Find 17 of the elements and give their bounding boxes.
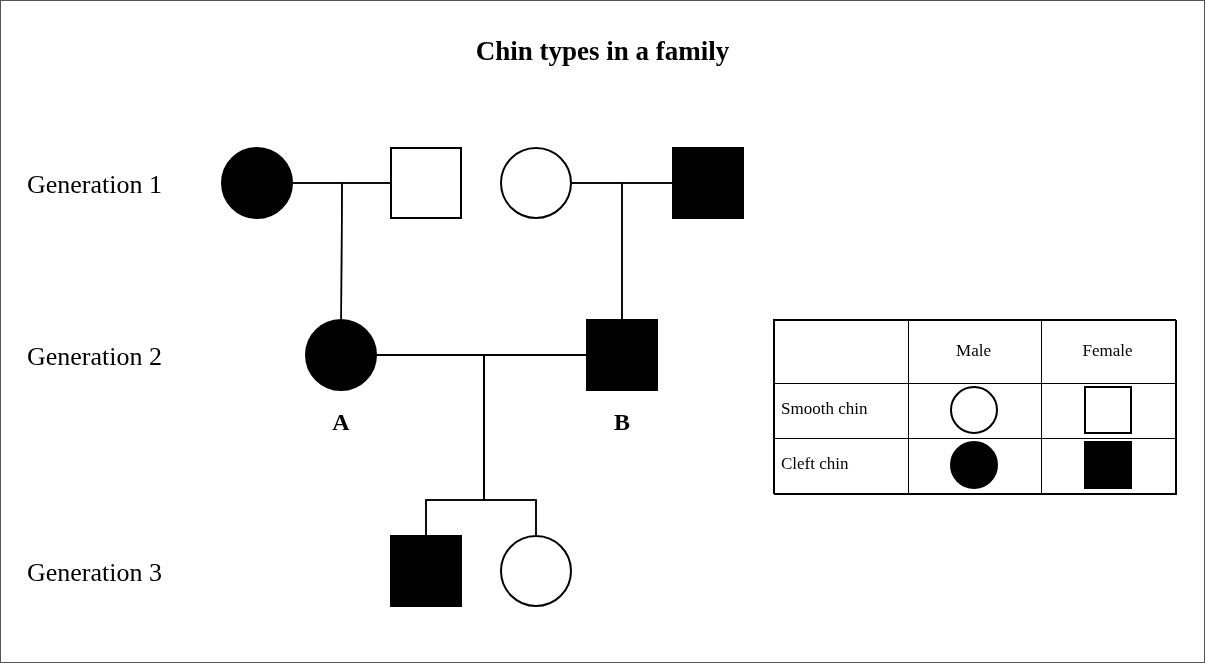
square-symbol [390, 535, 462, 607]
square-symbol [586, 319, 658, 391]
title: Chin types in a family [474, 36, 731, 67]
person-label: A [331, 409, 351, 436]
square-symbol [672, 147, 744, 219]
generation-label: Generation 1 [27, 170, 162, 200]
generation-label: Generation 3 [27, 558, 162, 588]
generation-label: Generation 2 [27, 342, 162, 372]
person-label: B [613, 409, 631, 436]
connector-line [483, 354, 587, 536]
table-cell-text: Smooth chin [781, 399, 868, 419]
table-cell-text: Male [955, 341, 992, 361]
connector-line [340, 182, 391, 320]
connector-line [621, 182, 673, 320]
table-cell-text: Female [1081, 341, 1134, 361]
table-cell-text: Cleft chin [781, 454, 849, 474]
square-symbol [390, 147, 462, 219]
